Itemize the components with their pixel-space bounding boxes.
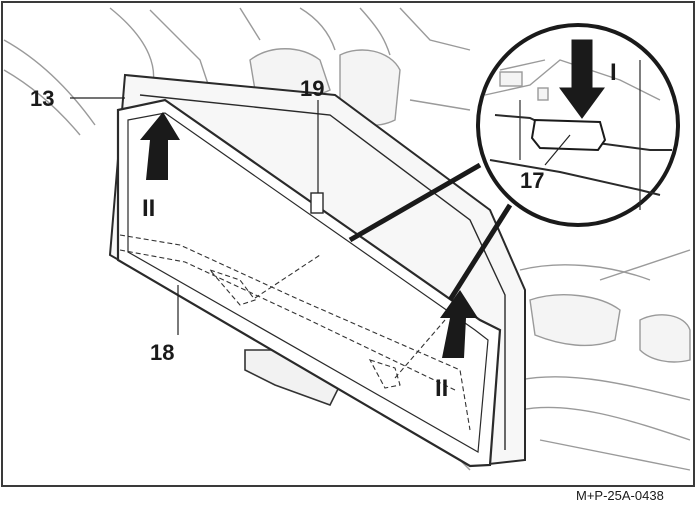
background-structure	[3, 7, 691, 471]
locking-clip	[530, 118, 607, 152]
figure-code: M+P-25A-0438	[576, 488, 664, 503]
arrow-ii-left	[140, 112, 180, 180]
callout-19: 19	[300, 76, 324, 101]
detail-connector-lines	[348, 162, 513, 302]
hidden-clips	[119, 234, 471, 431]
trim-panel	[116, 98, 502, 468]
callout-18: 18	[150, 340, 174, 365]
callout-17: 17	[520, 168, 544, 193]
cover-housing-inner-edge	[139, 94, 506, 450]
label-arrow-ii-right: II	[435, 375, 448, 402]
arrow-i	[559, 39, 605, 119]
retaining-pin	[310, 192, 324, 214]
label-arrow-i: I	[610, 59, 617, 86]
detail-magnifier	[476, 23, 680, 227]
label-arrow-ii-left: II	[142, 195, 155, 222]
arrow-ii-right	[440, 290, 478, 358]
callout-13: 13	[30, 86, 54, 111]
